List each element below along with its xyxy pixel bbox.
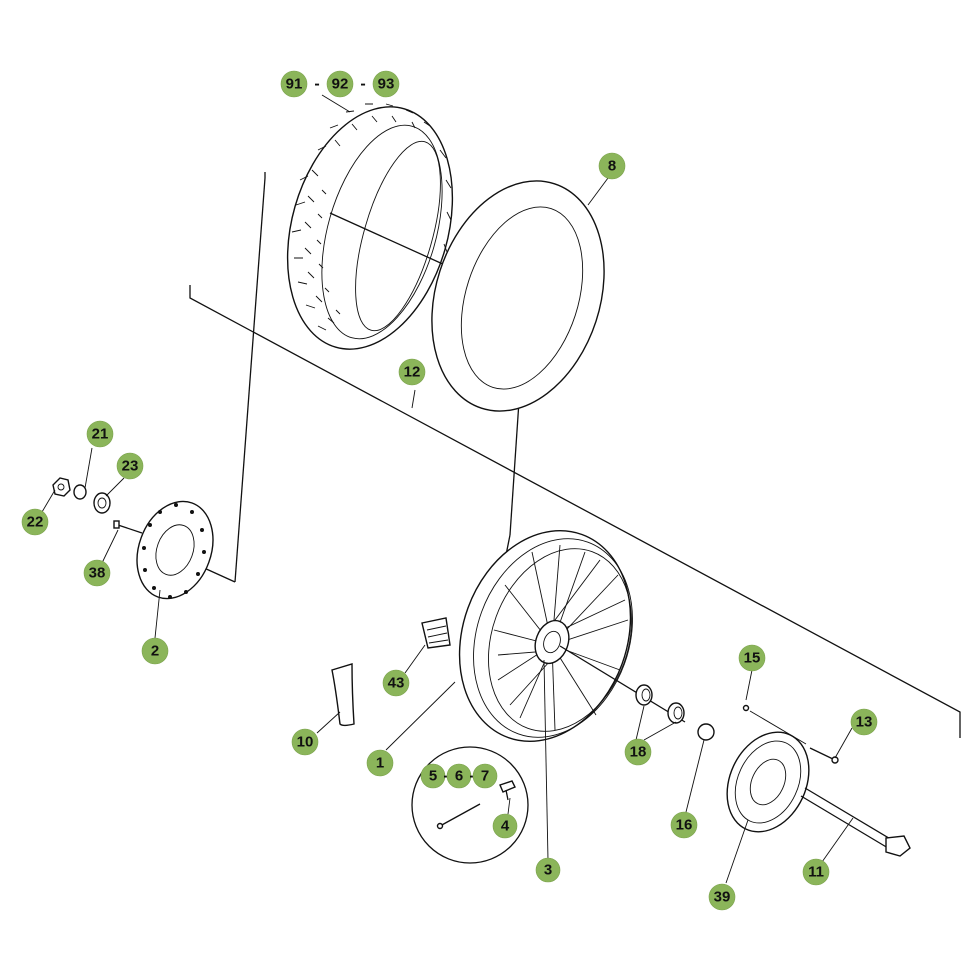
- svg-text:91: 91: [286, 76, 303, 93]
- callout-7: 7: [472, 763, 498, 789]
- sprocket-bolt-13: [809, 747, 839, 764]
- callout-1: 1: [366, 749, 394, 777]
- svg-text:5: 5: [429, 768, 437, 785]
- separator-5-6: -: [443, 768, 448, 785]
- svg-text:23: 23: [122, 458, 139, 475]
- sprocket-nut-15: [742, 704, 807, 745]
- svg-text:3: 3: [544, 862, 552, 879]
- bushing-16: [697, 723, 715, 741]
- brake-disc: [136, 500, 214, 600]
- callout-93: 93: [372, 70, 400, 98]
- callout-18: 18: [624, 738, 652, 766]
- separator-92-93: -: [360, 76, 365, 93]
- svg-text:1: 1: [376, 755, 384, 772]
- callout-16: 16: [670, 811, 698, 839]
- callout-92: 92: [326, 70, 354, 98]
- wheel-rim: [458, 530, 686, 742]
- svg-text:93: 93: [378, 76, 395, 93]
- callout-15: 15: [738, 644, 766, 672]
- separator-6-7: -: [469, 768, 474, 785]
- callout-5: 5: [420, 763, 446, 789]
- callout-13: 13: [850, 708, 878, 736]
- svg-text:18: 18: [630, 744, 647, 761]
- svg-text:13: 13: [856, 714, 873, 731]
- callout-38: 38: [83, 559, 111, 587]
- svg-text:4: 4: [501, 818, 510, 835]
- svg-text:92: 92: [332, 76, 349, 93]
- tire-tread: [291, 103, 452, 331]
- callout-10: 10: [291, 728, 319, 756]
- callout-21: 21: [86, 420, 114, 448]
- guard-10: [331, 663, 355, 727]
- callout-3: 3: [535, 857, 561, 883]
- svg-text:12: 12: [404, 364, 421, 381]
- svg-text:7: 7: [481, 768, 489, 785]
- svg-text:8: 8: [608, 158, 616, 175]
- rim-lock-43: [421, 617, 451, 649]
- svg-text:43: 43: [388, 675, 405, 692]
- svg-text:10: 10: [297, 734, 314, 751]
- callout-43: 43: [382, 669, 410, 697]
- spacer-18: [635, 684, 685, 724]
- svg-text:16: 16: [676, 817, 693, 834]
- callout-8: 8: [598, 152, 626, 180]
- disc-nut-22: [52, 477, 71, 497]
- svg-text:22: 22: [27, 514, 44, 531]
- bearing-23: [93, 492, 111, 514]
- bolt-38: [113, 520, 143, 534]
- callout-12: 12: [398, 358, 426, 386]
- svg-text:11: 11: [808, 864, 824, 881]
- svg-text:2: 2: [151, 643, 159, 660]
- leader-lines: [41, 94, 854, 884]
- svg-text:21: 21: [92, 426, 109, 443]
- svg-text:15: 15: [744, 650, 761, 667]
- separator-91-92: -: [314, 76, 319, 93]
- sprocket-39: [726, 731, 810, 833]
- callout-4: 4: [492, 813, 518, 839]
- callout-6: 6: [446, 763, 472, 789]
- inner-tube: [431, 180, 605, 412]
- callout-22: 22: [21, 508, 49, 536]
- callout-11: 11: [802, 858, 830, 886]
- callout-2: 2: [141, 637, 169, 665]
- detail-circle: [411, 746, 529, 864]
- washer-21: [73, 484, 87, 500]
- svg-text:38: 38: [89, 565, 106, 582]
- svg-text:39: 39: [714, 889, 731, 906]
- svg-text:6: 6: [455, 768, 463, 785]
- callout-badges: 91 - 92 - 93 8 12 21 23 22 38 2 43 10 1 …: [21, 70, 878, 911]
- callout-23: 23: [116, 452, 144, 480]
- callout-91: 91: [280, 70, 308, 98]
- callout-39: 39: [708, 883, 736, 911]
- tire: [286, 103, 454, 350]
- axle-11: [800, 787, 911, 857]
